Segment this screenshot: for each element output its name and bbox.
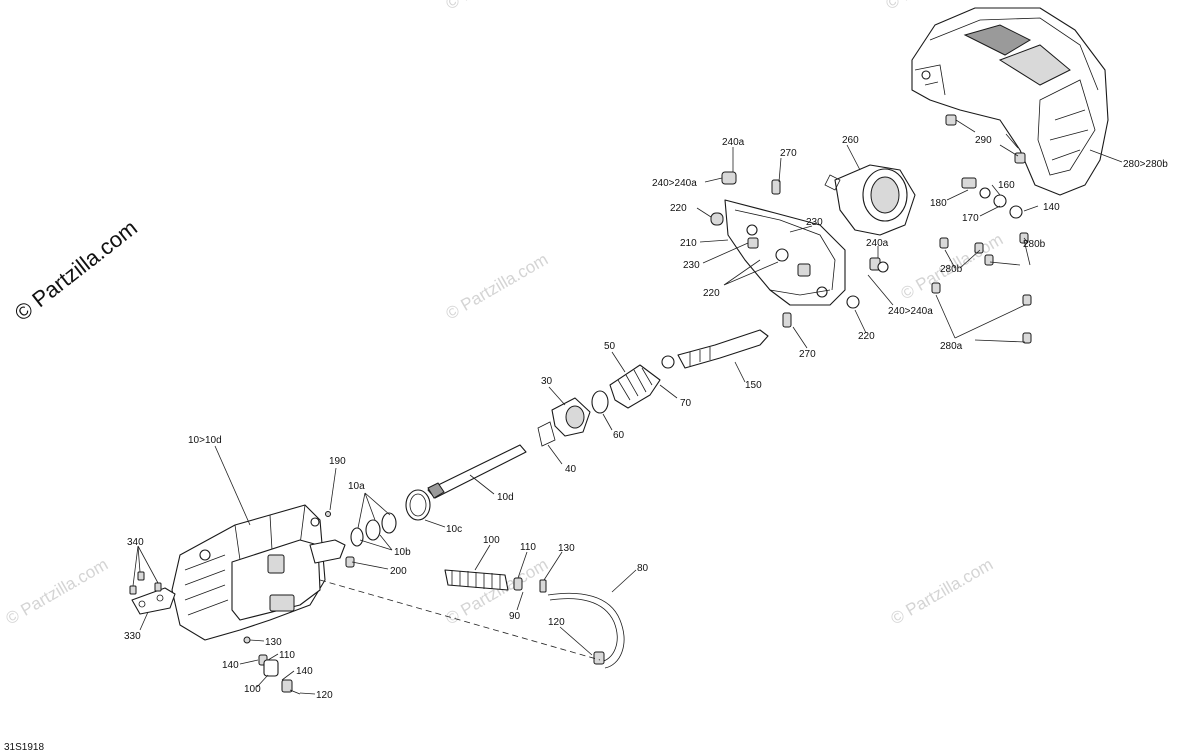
callout-80: 80 xyxy=(637,563,649,574)
callout-180: 180 xyxy=(930,198,947,209)
part-bracket-330 xyxy=(131,587,176,615)
callout-220: 220 xyxy=(670,203,687,214)
watermark-faint: © Partzilla.com xyxy=(443,555,552,629)
part-shaft-10d xyxy=(427,444,527,499)
part-housing-280 xyxy=(911,7,1109,196)
callout-340: 340 xyxy=(127,537,144,548)
callout-270: 270 xyxy=(780,148,797,159)
part-fastener-190 xyxy=(325,511,331,517)
callout-220: 220 xyxy=(703,288,720,299)
callout-330: 330 xyxy=(124,631,141,642)
watermark-faint: © Partzilla.com xyxy=(443,0,552,13)
callout-230: 230 xyxy=(806,217,823,228)
drawing-code: 31S1918 xyxy=(4,742,44,753)
part-orings-10a xyxy=(350,512,397,547)
callout-140: 140 xyxy=(1043,202,1060,213)
watermark-faint: © Partzilla.com xyxy=(443,250,552,324)
part-ring-60 xyxy=(591,390,609,414)
callout-160: 160 xyxy=(998,180,1015,191)
callout-10d: 10d xyxy=(497,492,514,503)
callout-280a: 280a xyxy=(940,341,963,352)
part-clamp-110 xyxy=(513,577,523,591)
callout-240-240a: 240>240a xyxy=(652,178,697,189)
part-bolts-340 xyxy=(129,571,162,595)
part-nut-30 xyxy=(551,397,591,437)
watermark-main: © Partzilla.com xyxy=(10,215,142,326)
callout-170: 170 xyxy=(962,213,979,224)
callout-140: 140 xyxy=(296,666,313,677)
callout-290: 290 xyxy=(975,135,992,146)
watermark-faint: © Partzilla.com xyxy=(888,555,997,629)
callout-130: 130 xyxy=(558,543,575,554)
part-labels: 240a 240>240a 270 260 220 230 210 230 22… xyxy=(124,135,1168,701)
part-tierod-150 xyxy=(661,329,769,369)
callout-110: 110 xyxy=(279,650,295,661)
part-oring-10c xyxy=(405,489,431,521)
part-cable-80 xyxy=(547,592,625,669)
fasteners-bracket xyxy=(710,171,1032,344)
fasteners-bottom xyxy=(243,636,301,695)
callout-260: 260 xyxy=(842,135,859,146)
fastener-290 xyxy=(945,114,1026,164)
watermark-faint-group: © Partzilla.com © Partzilla.com © Partzi… xyxy=(3,0,1007,628)
callout-100: 100 xyxy=(483,535,500,546)
part-boot-100 xyxy=(444,569,509,591)
callout-240a: 240a xyxy=(722,137,745,148)
callout-210: 210 xyxy=(680,238,697,249)
callout-120: 120 xyxy=(548,617,565,628)
callout-10c: 10c xyxy=(446,524,462,535)
callout-10-10d: 10>10d xyxy=(188,435,222,446)
callout-40: 40 xyxy=(565,464,577,475)
callout-110: 110 xyxy=(520,542,536,553)
callout-120: 120 xyxy=(316,690,333,701)
callout-200: 200 xyxy=(390,566,407,577)
callout-280b: 280b xyxy=(1023,239,1046,250)
part-clip-40 xyxy=(537,421,556,447)
callout-280b: 280b xyxy=(940,264,963,275)
callout-10a: 10a xyxy=(348,481,365,492)
watermark-faint: © Partzilla.com xyxy=(3,555,112,629)
callout-90: 90 xyxy=(509,611,521,622)
leader-lines xyxy=(132,133,1123,695)
callout-60: 60 xyxy=(613,430,625,441)
callout-220: 220 xyxy=(858,331,875,342)
part-clamp-130 xyxy=(539,579,547,593)
callout-70: 70 xyxy=(680,398,692,409)
part-bracket-210 xyxy=(724,199,846,306)
callout-30: 30 xyxy=(541,376,553,387)
callout-280-280b: 280>280b xyxy=(1123,159,1168,170)
callout-100: 100 xyxy=(244,684,261,695)
callout-140: 140 xyxy=(222,660,239,671)
callout-240a: 240a xyxy=(866,238,889,249)
callout-10b: 10b xyxy=(394,547,411,558)
callout-130: 130 xyxy=(265,637,282,648)
dashed-centerline xyxy=(319,579,601,661)
part-ring-260 xyxy=(824,164,916,236)
callout-50: 50 xyxy=(604,341,616,352)
callout-150: 150 xyxy=(745,380,762,391)
part-gearbox-10 xyxy=(171,504,346,641)
callout-230: 230 xyxy=(683,260,700,271)
callout-190: 190 xyxy=(329,456,346,467)
callout-240-240a: 240>240a xyxy=(888,306,933,317)
part-boot-50 xyxy=(609,364,661,409)
callout-270: 270 xyxy=(799,349,816,360)
